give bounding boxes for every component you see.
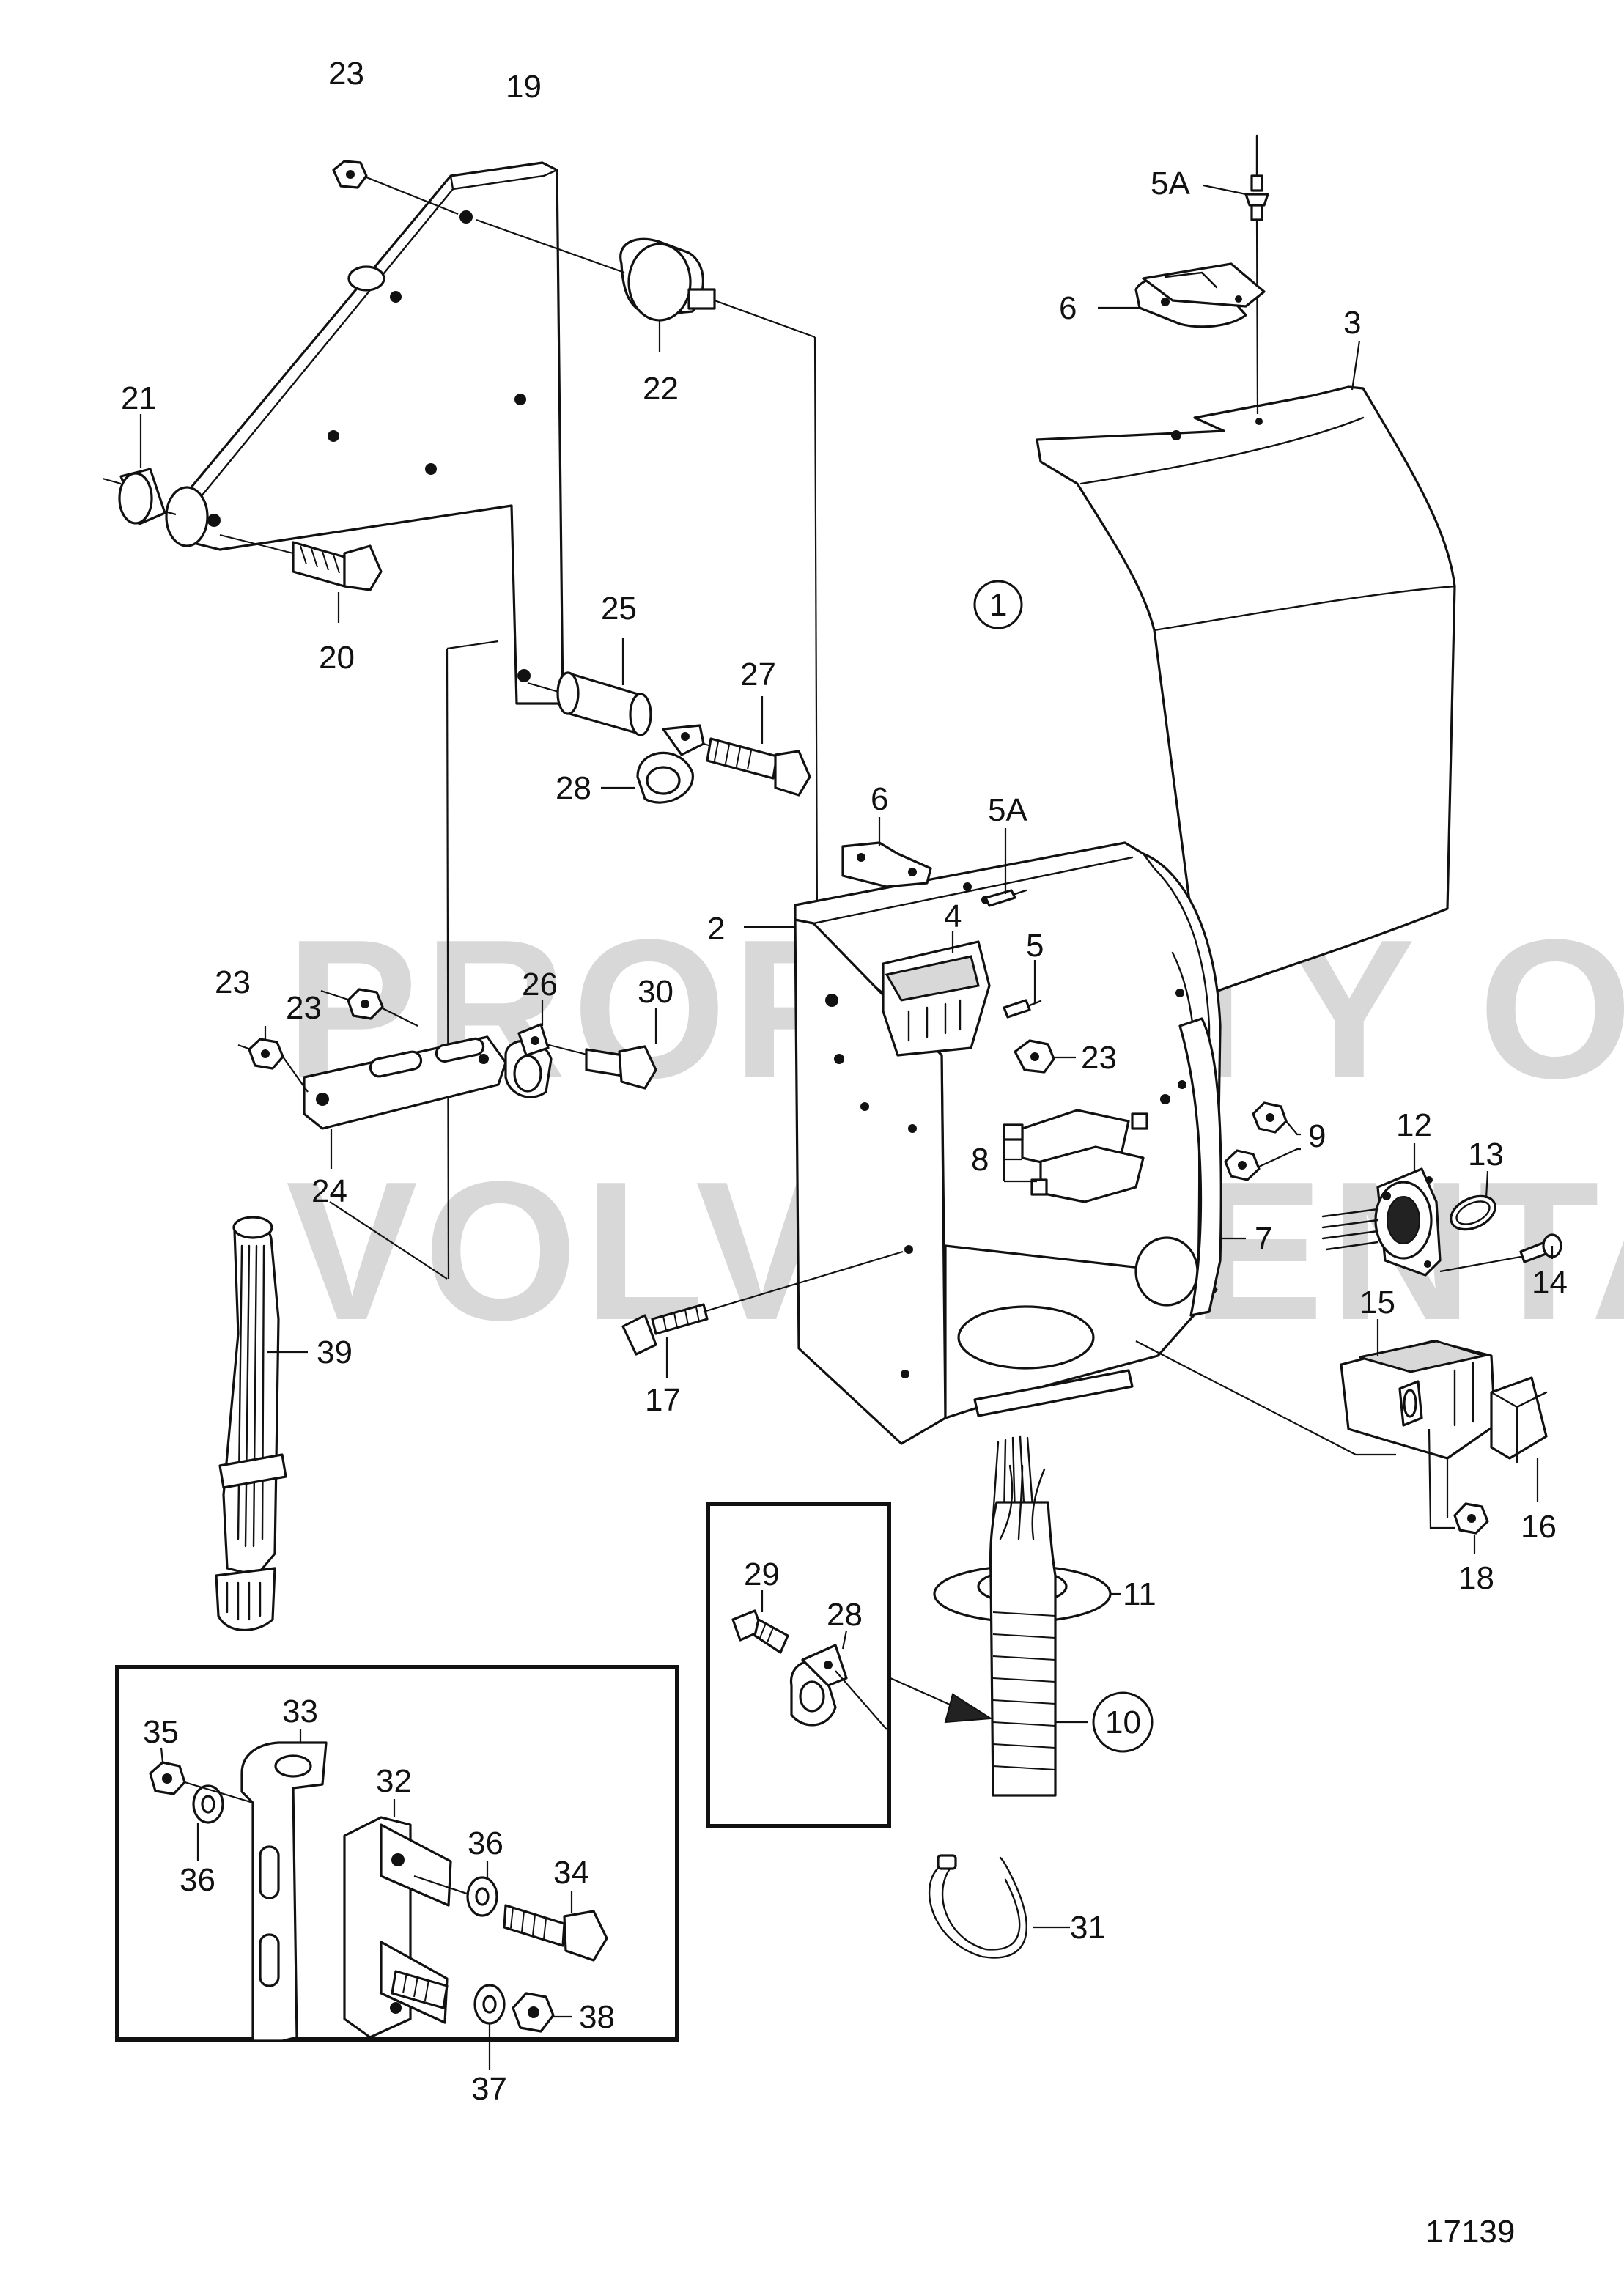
label-32: 32	[376, 1763, 412, 1799]
label-37: 37	[471, 2071, 507, 2107]
label-3: 3	[1343, 305, 1361, 341]
label-5a-top: 5A	[1151, 166, 1190, 202]
label-4: 4	[944, 898, 962, 934]
label-16: 16	[1521, 1509, 1557, 1545]
inset-clamp-detail	[706, 1502, 891, 1828]
pin-5	[1003, 960, 1042, 1019]
label-10: 10	[1105, 1705, 1141, 1740]
spacer-21	[102, 414, 177, 525]
connector-12	[1321, 1143, 1442, 1277]
screw-14	[1439, 1233, 1562, 1273]
rubber-mount-22	[476, 218, 819, 920]
spacer-sleeve-25	[527, 638, 652, 736]
bolt-20	[219, 534, 383, 623]
inset-bracket-detail	[115, 1665, 679, 2070]
screw-17	[621, 1250, 904, 1378]
nut-23-box	[1014, 1039, 1076, 1074]
plate-24	[303, 1035, 507, 1169]
cover-3	[1036, 340, 1456, 998]
label-8: 8	[971, 1142, 989, 1178]
label-31: 31	[1070, 1910, 1106, 1946]
label-20: 20	[319, 640, 355, 676]
label-18: 18	[1458, 1560, 1494, 1596]
label-30: 30	[638, 974, 673, 1010]
callout-labels: 23 19 21 22 20 25 27 28 5A 6 3 1 6 5A 2 …	[121, 56, 1568, 2250]
label-6-top: 6	[1059, 290, 1077, 326]
label-5: 5	[1026, 928, 1044, 964]
nut-23-top	[332, 160, 459, 215]
label-13: 13	[1468, 1137, 1504, 1173]
label-39: 39	[317, 1334, 353, 1370]
latch-6-top	[1098, 262, 1266, 328]
callout-10-circle	[1092, 1691, 1154, 1753]
cable-tie-31	[928, 1854, 1070, 1959]
label-23-mid-a: 23	[215, 964, 251, 1000]
label-29: 29	[744, 1557, 780, 1592]
label-26: 26	[522, 967, 558, 1002]
nut-18	[1428, 1428, 1489, 1554]
o-ring-13	[1450, 1170, 1496, 1231]
label-15: 15	[1359, 1285, 1395, 1321]
clamp-26	[504, 1000, 553, 1098]
label-23-box: 23	[1081, 1040, 1117, 1076]
label-2: 2	[707, 911, 725, 947]
label-28-top: 28	[556, 770, 591, 806]
label-33: 33	[282, 1694, 318, 1729]
drawing-number: 17139	[1425, 2214, 1515, 2250]
label-17: 17	[645, 1382, 681, 1418]
label-12: 12	[1396, 1107, 1432, 1143]
label-6-box: 6	[871, 781, 888, 817]
cable-10	[989, 1464, 1088, 1797]
label-5a-box: 5A	[988, 792, 1027, 828]
label-21: 21	[121, 380, 157, 416]
label-36-left: 36	[180, 1862, 215, 1898]
clamp-28-top	[601, 724, 705, 804]
switch-15	[1340, 1319, 1496, 1460]
label-36-right: 36	[468, 1825, 503, 1861]
relays-8	[1003, 1109, 1148, 1203]
label-25: 25	[601, 591, 637, 627]
label-28-inset: 28	[827, 1597, 863, 1633]
pin-5a-box	[984, 828, 1027, 907]
label-38: 38	[579, 1999, 615, 2035]
latch-6-box	[841, 817, 932, 888]
mounting-bracket-19	[165, 161, 564, 705]
label-14: 14	[1532, 1265, 1568, 1301]
terminal-block-4	[882, 931, 991, 1057]
label-27: 27	[740, 657, 776, 693]
label-24: 24	[311, 1173, 347, 1209]
assembly-leaders-right	[1135, 1340, 1396, 1456]
pin-5a-top	[1203, 134, 1269, 415]
harness-39	[215, 1216, 308, 1631]
label-9: 9	[1308, 1118, 1326, 1154]
assembly-leaders-left	[329, 640, 499, 1280]
knob-16	[1490, 1376, 1548, 1502]
screw-30	[545, 1008, 657, 1090]
label-19: 19	[506, 69, 542, 105]
callout-1-circle	[973, 580, 1023, 629]
label-35: 35	[143, 1714, 179, 1750]
nut-23-left-a	[237, 1026, 309, 1093]
label-23-top: 23	[328, 56, 364, 92]
label-23-mid-b: 23	[286, 990, 322, 1026]
inset-arrow	[890, 1677, 994, 1724]
label-7: 7	[1255, 1221, 1272, 1257]
nut-23-left-b	[320, 988, 418, 1027]
nuts-9	[1224, 1101, 1301, 1181]
screw-27	[703, 696, 811, 797]
label-11: 11	[1123, 1576, 1156, 1612]
label-34: 34	[553, 1855, 589, 1891]
label-22: 22	[643, 371, 679, 407]
label-1: 1	[989, 587, 1007, 623]
gasket-7	[1178, 1017, 1246, 1317]
